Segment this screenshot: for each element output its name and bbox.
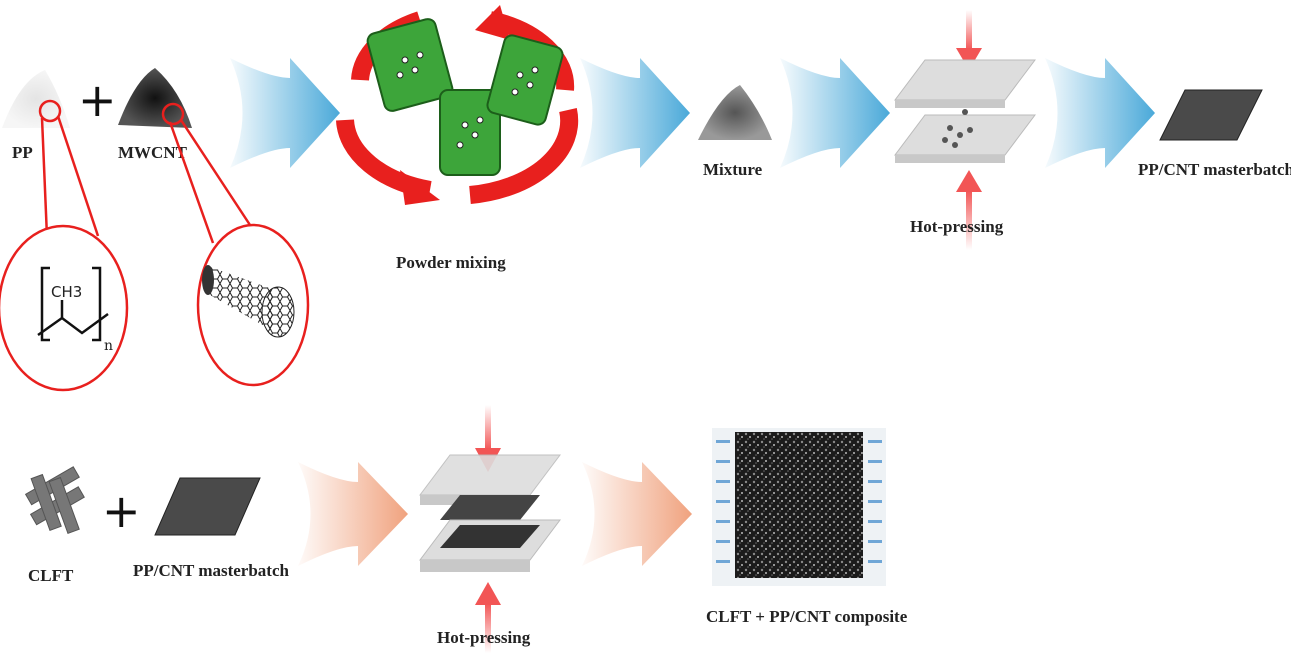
flow-arrow-4 — [1045, 58, 1155, 168]
flow-arrow-6 — [582, 462, 692, 566]
hot-pressing-top-label: Hot-pressing — [910, 217, 1004, 236]
pp-powder — [2, 70, 70, 128]
hot-press-top — [894, 10, 1036, 250]
ch3-label: CH3 — [51, 283, 82, 301]
flow-arrow-2 — [580, 58, 690, 168]
n-subscript: n — [104, 338, 113, 354]
masterbatch-top-label: PP/CNT masterbatch — [1138, 160, 1291, 179]
flow-arrow-5 — [298, 462, 408, 566]
hot-press-bottom — [419, 405, 561, 653]
mixture-label: Mixture — [703, 160, 763, 179]
composite-photo — [712, 428, 886, 586]
masterbatch-sheet-bottom — [154, 477, 261, 536]
pp-label: PP — [12, 143, 33, 162]
flow-arrow-1 — [230, 58, 340, 168]
composite-label: CLFT + PP/CNT composite — [706, 607, 908, 626]
plus-sign-bottom: + — [102, 484, 141, 538]
hot-pressing-bottom-label: Hot-pressing — [437, 628, 531, 647]
nanotube-icon — [202, 265, 295, 338]
clft-fibers — [24, 466, 85, 535]
masterbatch-sheet-top — [1159, 89, 1263, 141]
powder-mixing-graphic — [336, 5, 579, 205]
masterbatch-bottom-label: PP/CNT masterbatch — [133, 561, 290, 580]
pp-chemical-structure — [37, 266, 109, 342]
plus-sign: + — [78, 73, 117, 127]
powder-mixing-label: Powder mixing — [396, 253, 506, 272]
mwcnt-powder — [118, 68, 192, 128]
flow-arrow-3 — [780, 58, 890, 168]
mixture-powder — [698, 85, 772, 140]
clft-label: CLFT — [28, 566, 74, 585]
mwcnt-label: MWCNT — [118, 143, 188, 162]
